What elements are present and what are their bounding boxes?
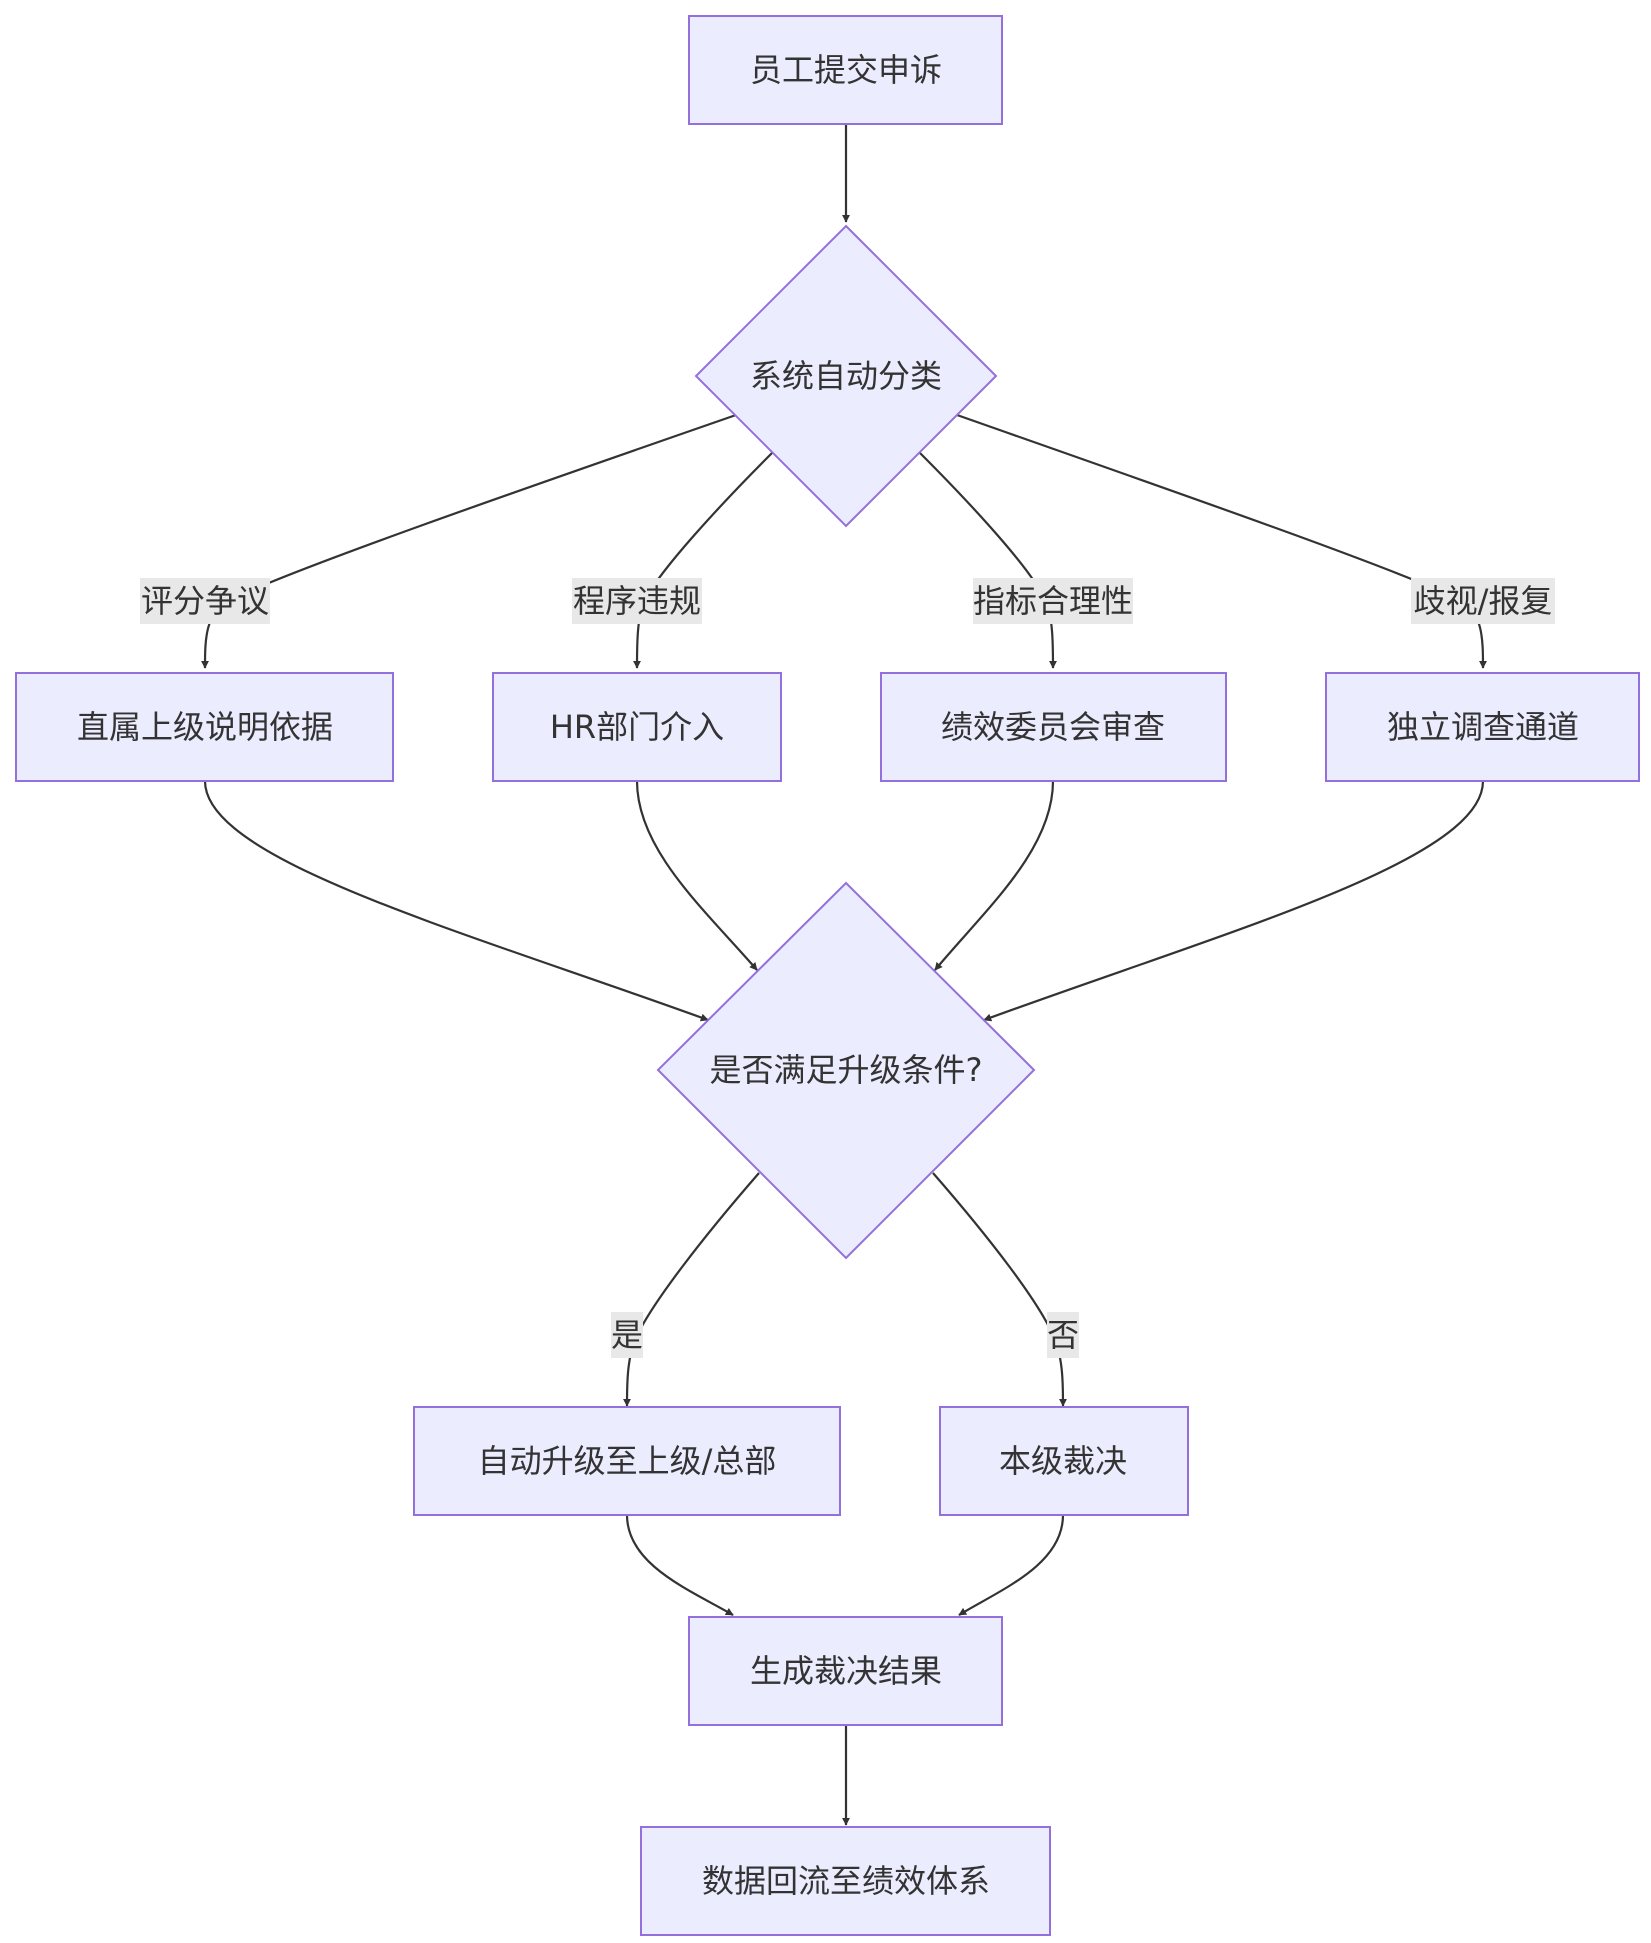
svg-text:HR部门介入: HR部门介入 xyxy=(550,708,724,746)
svg-text:本级裁决: 本级裁决 xyxy=(999,1442,1127,1480)
svg-text:是: 是 xyxy=(611,1316,643,1354)
edge-classify-to-supervisor xyxy=(201,413,737,669)
edge-classify-to-independent xyxy=(956,413,1487,669)
edge-escalate-to-result xyxy=(625,1514,734,1616)
svg-text:歧视/报复: 歧视/报复 xyxy=(1414,582,1553,620)
edges xyxy=(201,124,1487,1826)
svg-text:生成裁决结果: 生成裁决结果 xyxy=(750,1652,942,1690)
edge-label-rating-dispute: 评分争议 xyxy=(140,578,270,624)
svg-text:指标合理性: 指标合理性 xyxy=(973,582,1133,620)
edge-label-yes: 是 xyxy=(611,1312,643,1358)
node-result: 生成裁决结果 xyxy=(688,1616,1003,1726)
svg-text:系统自动分类: 系统自动分类 xyxy=(750,357,942,395)
nodes: 员工提交申诉 系统自动分类 直属上级说明依据 HR部门介入 绩效委员会审查 独立… xyxy=(15,15,1640,1936)
edge-labels: 评分争议 程序违规 指标合理性 歧视/报复 是 否 xyxy=(140,578,1555,1358)
edge-committee-to-decision xyxy=(934,780,1055,971)
edge-supervisor-to-decision xyxy=(203,780,709,1022)
svg-text:否: 否 xyxy=(1047,1316,1079,1354)
edge-label-discrimination-retaliation: 歧视/报复 xyxy=(1411,578,1555,624)
edge-decision-to-escalate xyxy=(623,1172,760,1407)
edge-local-to-result xyxy=(958,1514,1065,1616)
node-independent: 独立调查通道 xyxy=(1325,672,1640,782)
svg-text:是否满足升级条件?: 是否满足升级条件? xyxy=(710,1051,983,1089)
node-committee: 绩效委员会审查 xyxy=(880,672,1227,782)
node-escalate: 自动升级至上级/总部 xyxy=(413,1406,841,1516)
node-start: 员工提交申诉 xyxy=(688,15,1003,125)
svg-text:独立调查通道: 独立调查通道 xyxy=(1387,708,1579,746)
svg-text:程序违规: 程序违规 xyxy=(573,582,701,620)
svg-text:直属上级说明依据: 直属上级说明依据 xyxy=(77,708,333,746)
node-hr: HR部门介入 xyxy=(492,672,782,782)
node-classify-decision: 系统自动分类 xyxy=(694,224,998,528)
edge-independent-to-decision xyxy=(983,780,1485,1022)
edge-classify-to-hr xyxy=(633,451,774,669)
node-upgrade-decision: 是否满足升级条件? xyxy=(656,881,1036,1260)
svg-text:绩效委员会审查: 绩效委员会审查 xyxy=(941,708,1165,746)
node-local: 本级裁决 xyxy=(939,1406,1189,1516)
edge-label-metric-reasonableness: 指标合理性 xyxy=(973,578,1133,624)
edge-classify-to-committee xyxy=(918,451,1057,669)
svg-text:数据回流至绩效体系: 数据回流至绩效体系 xyxy=(702,1862,990,1900)
edge-label-procedure-violation: 程序违规 xyxy=(572,578,702,624)
svg-text:员工提交申诉: 员工提交申诉 xyxy=(750,51,942,89)
edge-label-no: 否 xyxy=(1047,1312,1079,1358)
edge-hr-to-decision xyxy=(635,780,758,971)
node-feedback: 数据回流至绩效体系 xyxy=(640,1826,1051,1936)
svg-text:评分争议: 评分争议 xyxy=(141,582,269,620)
svg-text:自动升级至上级/总部: 自动升级至上级/总部 xyxy=(478,1442,777,1480)
node-supervisor: 直属上级说明依据 xyxy=(15,672,394,782)
edge-decision-to-local xyxy=(932,1172,1067,1407)
